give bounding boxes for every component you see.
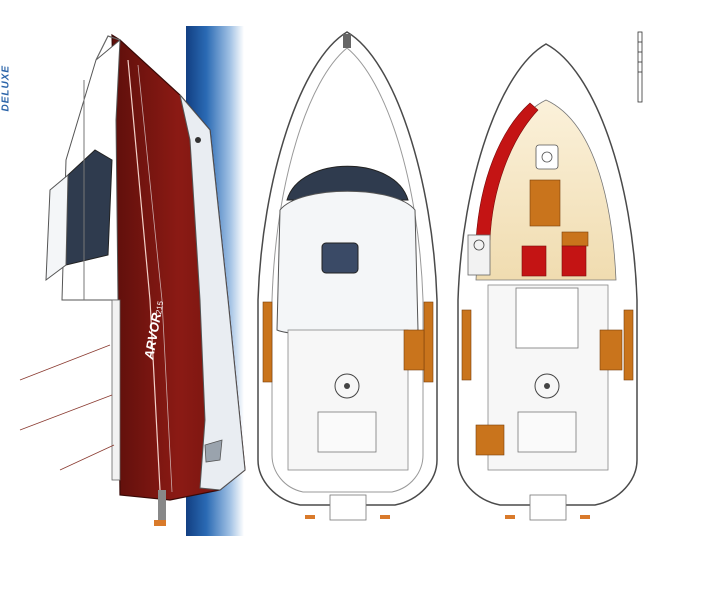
cabin-engine-box — [515, 287, 579, 349]
cabin-seat-box — [517, 411, 577, 453]
deck-inner-rail — [271, 47, 424, 493]
cabin-plan-view — [457, 43, 638, 521]
cabin-teak-right — [623, 309, 634, 381]
cabin-teak-floor — [529, 179, 561, 227]
deck-tab-right — [380, 515, 390, 519]
roof-hatch — [321, 242, 359, 274]
deck-teak-right — [423, 301, 434, 383]
cabin-teak-grating-right — [599, 329, 623, 371]
hull-bottom — [179, 94, 246, 491]
deck-windscreen — [286, 165, 409, 201]
cabin-teak-left — [461, 309, 472, 381]
rudder — [154, 520, 166, 526]
cabin-helm-hub — [544, 383, 550, 389]
cabin-teak-grating-left — [475, 424, 505, 456]
bow-cleat — [343, 34, 351, 48]
cabin-tab-left — [505, 515, 515, 519]
deck-tab-left — [305, 515, 315, 519]
deck-plan-view — [257, 31, 438, 521]
cabin-tab-right — [580, 515, 590, 519]
scale-bar-icon — [637, 31, 643, 103]
cabin-cushion-right — [561, 245, 587, 277]
rub-rail — [127, 59, 161, 491]
model-badge: 215 — [154, 300, 165, 315]
cabin-helm-icon — [534, 373, 560, 399]
wake-line-3 — [59, 444, 115, 471]
side-profile-view: ARVOR 215 — [19, 26, 246, 536]
cabin-cushion-left — [521, 245, 547, 277]
deck-teak-left — [262, 301, 273, 383]
propeller — [204, 439, 223, 463]
deck-helm-icon — [334, 373, 360, 399]
keel — [158, 490, 166, 520]
deck-helm-hub — [344, 383, 350, 389]
cabin-basin — [535, 144, 559, 170]
cabin-teak-step — [561, 231, 589, 247]
cabin-basin-drain — [541, 151, 553, 163]
deck-transom — [329, 494, 367, 521]
windscreen-frame — [45, 173, 69, 282]
galley-hob-icon — [473, 239, 485, 251]
galley-unit — [467, 234, 491, 276]
edition-label: DELUXE — [0, 64, 12, 112]
rub-rail-2 — [137, 64, 173, 493]
bow-rail — [95, 35, 121, 61]
wake-line-1 — [19, 344, 111, 381]
wake-line-2 — [19, 394, 113, 431]
bow-anchor-icon — [195, 137, 201, 143]
cabin-transom — [529, 494, 567, 521]
deck-seat-box — [317, 411, 377, 453]
deck-teak-grating — [403, 329, 425, 371]
stern-platform — [111, 299, 121, 481]
